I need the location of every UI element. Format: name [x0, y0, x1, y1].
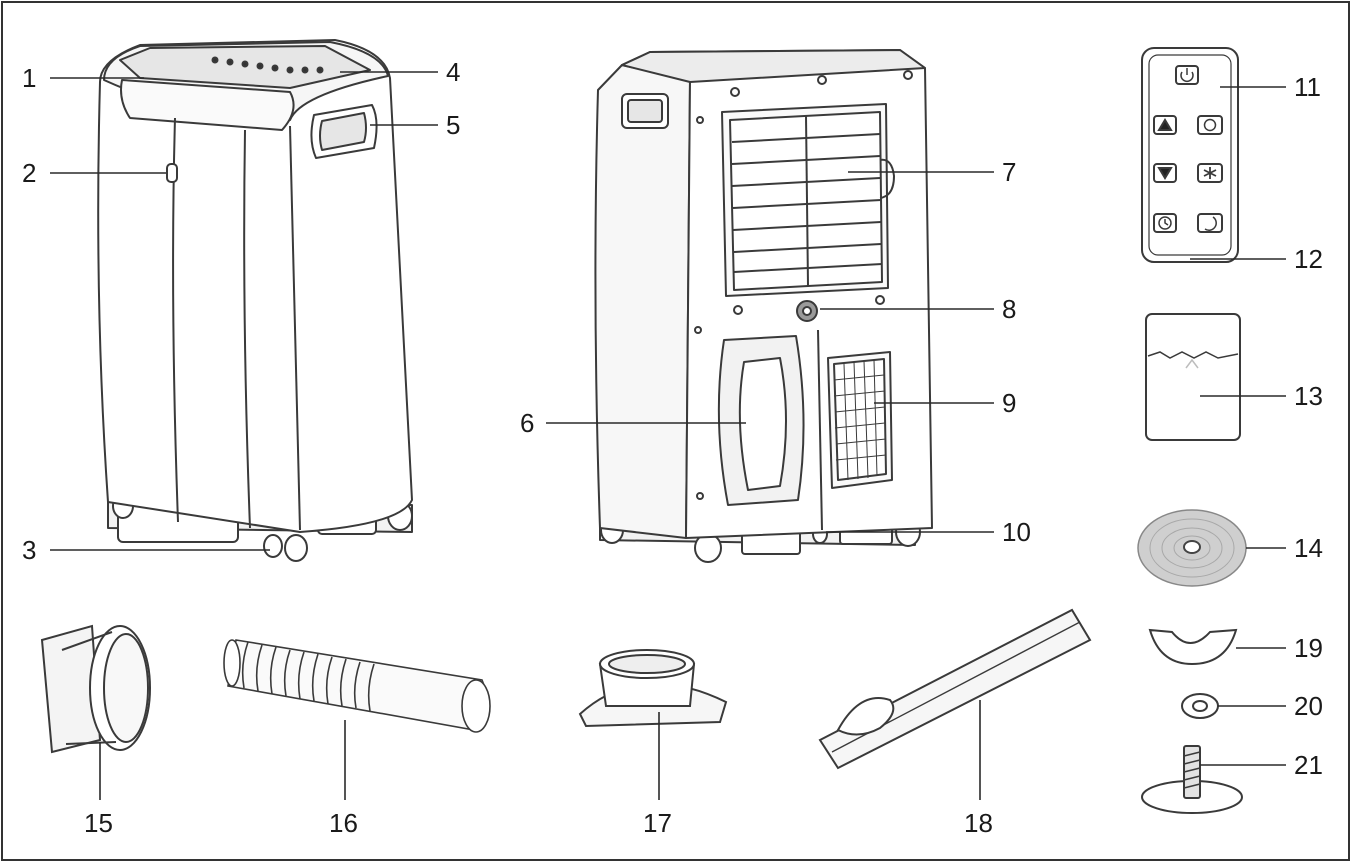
callout-1: 1 — [22, 63, 36, 93]
callout-19: 19 — [1294, 633, 1323, 663]
ceiling-disk — [1137, 509, 1247, 587]
power-icon — [1175, 65, 1199, 85]
callout-16: 16 — [329, 808, 358, 838]
callout-9: 9 — [1002, 388, 1016, 418]
callout-11: 11 — [1294, 72, 1321, 102]
callout-20: 20 — [1294, 691, 1323, 721]
callout-12: 12 — [1294, 244, 1323, 274]
leader-lines — [50, 71, 1286, 800]
callout-5: 5 — [446, 110, 460, 140]
callout-21: 21 — [1294, 750, 1323, 780]
exhaust-hose — [223, 639, 491, 733]
back-unit — [594, 49, 933, 563]
arrow-down-icon — [1153, 163, 1177, 183]
window-adapter — [40, 624, 151, 754]
callout-4: 4 — [446, 57, 460, 87]
remote-control — [1141, 47, 1239, 263]
front-unit — [97, 39, 413, 562]
callout-3: 3 — [22, 535, 36, 565]
callout-17: 17 — [643, 808, 672, 838]
callout-13: 13 — [1294, 381, 1323, 411]
callout-10: 10 — [1002, 517, 1031, 547]
callout-2: 2 — [22, 158, 36, 188]
callout-8: 8 — [1002, 294, 1016, 324]
callout-7: 7 — [1002, 157, 1016, 187]
timer-icon — [1153, 213, 1177, 233]
callout-6: 6 — [520, 408, 534, 438]
callout-14: 14 — [1294, 533, 1323, 563]
hardware-parts — [1141, 628, 1243, 814]
swing-icon — [1197, 115, 1223, 135]
sleep-icon — [1197, 213, 1223, 233]
callout-15: 15 — [84, 808, 113, 838]
foam-seal — [1145, 313, 1241, 441]
fan-icon — [1197, 163, 1223, 183]
hose-connector — [578, 649, 728, 728]
callout-numbers: 1 2 3 4 5 6 7 8 9 10 11 12 13 14 15 16 1… — [22, 57, 1323, 838]
callout-18: 18 — [964, 808, 993, 838]
arrow-up-icon — [1153, 115, 1177, 135]
window-slider — [818, 608, 1092, 770]
